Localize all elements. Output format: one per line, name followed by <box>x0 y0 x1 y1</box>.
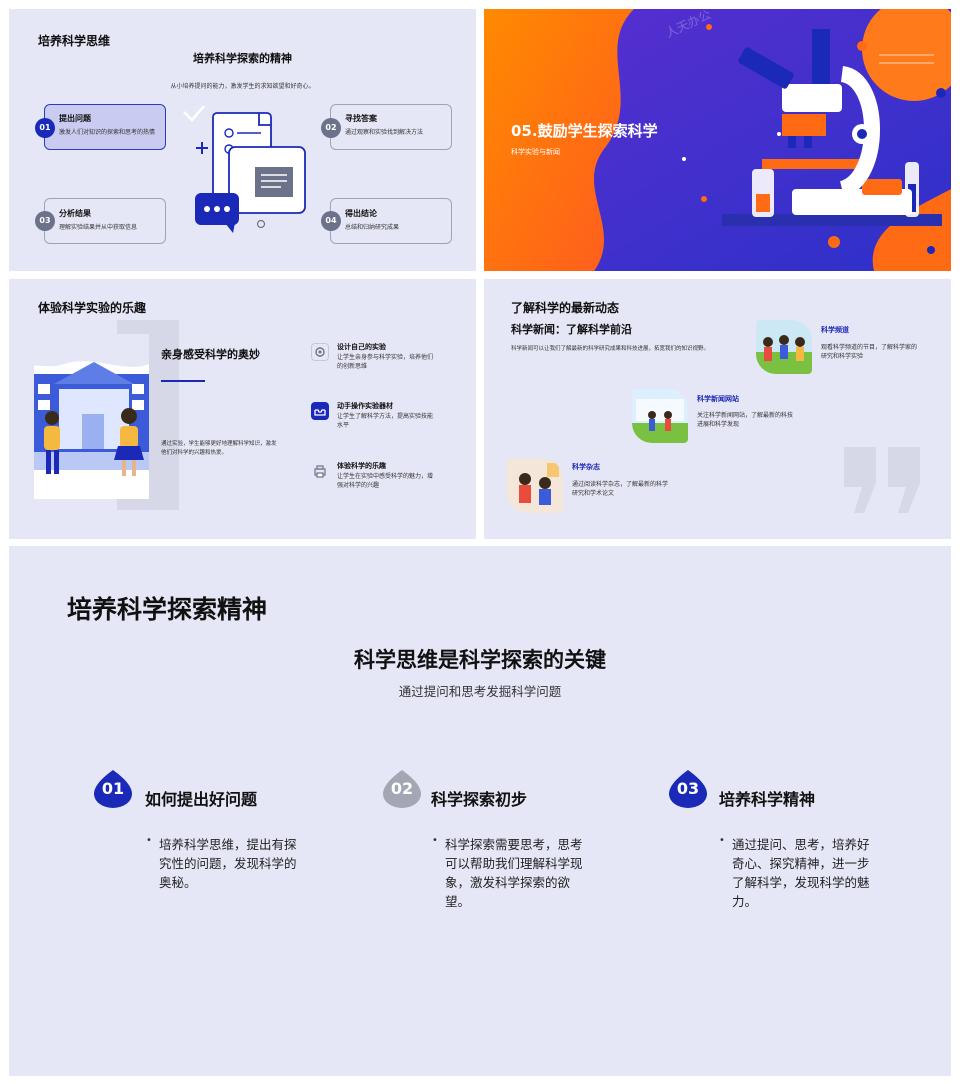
item-desc-website: 关注科学新闻网站，了解最新的科技进展和科学发现 <box>697 412 794 428</box>
printer-icon <box>311 462 329 480</box>
column-badge-3: 03 <box>669 770 707 808</box>
step-card-1[interactable] <box>44 104 166 150</box>
item-title-1: 设计自己的实验 <box>337 343 386 351</box>
slide4-desc: 科学新闻可以让我们了解最新的科学研究成果和科技进展，拓宽我们的知识视野。 <box>511 346 710 352</box>
column-num-2: 02 <box>390 779 414 798</box>
column-title-1: 如何提出好问题 <box>145 790 258 809</box>
column-badge-1: 01 <box>94 770 132 808</box>
slide5-title: 培养科学探索精神 <box>67 595 268 624</box>
slide2-title: 05.鼓励学生探索科学 <box>511 122 658 140</box>
step-title-3: 分析结果 <box>59 209 91 218</box>
step-num-3: 03 <box>35 211 55 231</box>
item-desc-channel: 观看科学频道的节目，了解科学家的研究和科学实验 <box>821 344 918 360</box>
step-title-4: 得出结论 <box>345 209 377 218</box>
step-card-3[interactable] <box>44 198 166 244</box>
column-text-3: 通过提问、思考，培养好奇心、探究精神，进一步了解科学，发现科学的魅力。 <box>732 837 870 909</box>
magazine-image <box>507 459 563 513</box>
card-title: 亲身感受科学的奥妙 <box>161 348 260 361</box>
card-desc: 通过实验，学生能够更好地理解科学知识，激发他们对科学的兴趣和热爱。 <box>161 441 277 456</box>
slide3-title: 体验科学实验的乐趣 <box>38 301 147 315</box>
step-desc-3: 理解实验结果并从中获取信息 <box>59 224 138 231</box>
column-num-1: 01 <box>101 779 125 798</box>
school-kids-illustration <box>34 334 149 476</box>
title-underline <box>161 380 205 382</box>
slide1-desc: 从小培养提问的能力，激发学生的求知欲望和好奇心。 <box>170 83 315 90</box>
item-title-3: 体验科学的乐趣 <box>337 462 386 470</box>
item-title-2: 动手操作实验器材 <box>337 402 393 410</box>
slide-experiment-fun[interactable]: 体验科学实验的乐趣 亲身感受科学的奥妙 通过实验，学生能够更好地理解科学知识，激… <box>9 279 476 539</box>
news-website-image <box>632 389 688 443</box>
slide5-headline: 科学思维是科学探索的关键 <box>354 648 606 672</box>
microscope-icon <box>722 29 942 226</box>
tray-icon <box>311 402 329 420</box>
step-title-2: 寻找答案 <box>345 114 377 123</box>
step-card-2[interactable] <box>330 104 452 150</box>
step-num-4: 04 <box>321 211 341 231</box>
slide1-subtitle: 培养科学探索的精神 <box>193 52 292 65</box>
item-desc-1: 让学生亲身参与科学实验，培养他们的创新思维 <box>337 354 434 370</box>
column-text-2: 科学探索需要思考，思考可以帮助我们理解科学现象，激发科学探索的欲望。 <box>445 837 583 909</box>
settings-icon <box>311 343 329 361</box>
step-title-1: 提出问题 <box>59 114 91 123</box>
slide4-title: 了解科学的最新动态 <box>511 301 620 315</box>
item-desc-3: 让学生在实验中感受科学的魅力，增强对科学的兴趣 <box>337 473 434 489</box>
slide1-title: 培养科学思维 <box>38 34 111 48</box>
step-desc-2: 通过观察和实验找到解决方法 <box>345 129 424 136</box>
science-channel-image <box>756 320 812 374</box>
step-num-1: 01 <box>35 118 55 138</box>
bullet-dot-1: • <box>146 835 152 846</box>
column-title-3: 培养科学精神 <box>719 790 816 809</box>
item-title-channel: 科学频道 <box>821 326 849 334</box>
bullet-dot-3: • <box>719 835 725 846</box>
step-desc-1: 激发人们对知识的探索和思考的热情 <box>59 129 156 136</box>
item-desc-magazine: 通过阅读科学杂志，了解最新的科学研究和学术论文 <box>572 481 669 497</box>
slide2-subtitle: 科学实验与新闻 <box>511 148 560 156</box>
step-num-2: 02 <box>321 118 341 138</box>
slide5-subhead: 通过提问和思考发掘科学问题 <box>398 684 562 699</box>
quote-icon <box>844 447 920 513</box>
column-badge-2: 02 <box>383 770 421 808</box>
step-card-4[interactable] <box>330 198 452 244</box>
check-icon <box>183 105 205 122</box>
bullet-dot-2: • <box>432 835 438 846</box>
slide4-subtitle: 科学新闻：了解科学前沿 <box>511 323 632 336</box>
item-title-website: 科学新闻网站 <box>697 395 739 403</box>
item-title-magazine: 科学杂志 <box>572 463 600 471</box>
step-desc-4: 总结和归纳研究成果 <box>345 224 400 231</box>
slide-latest-science[interactable]: 了解科学的最新动态 科学新闻：了解科学前沿 科学新闻可以让我们了解最新的科学研究… <box>484 279 951 539</box>
slide-cultivate-thinking[interactable]: 培养科学思维 培养科学探索的精神 从小培养提问的能力，激发学生的求知欲望和好奇心… <box>9 9 476 271</box>
slide-encourage-exploration[interactable]: 人天办公 05.鼓励学生探索科学 科学实验与新闻 <box>484 9 951 271</box>
plus-icon <box>196 142 208 154</box>
item-desc-2: 让学生了解科学方法，提高实验技能水平 <box>337 413 434 429</box>
column-num-3: 03 <box>676 779 700 798</box>
document-chat-illustration <box>183 105 306 233</box>
school-illustration-card <box>34 334 149 499</box>
column-title-2: 科学探索初步 <box>431 790 528 809</box>
column-text-1: 培养科学思维，提出有探究性的问题，发现科学的奥秘。 <box>159 837 297 890</box>
slide-exploration-spirit[interactable]: 培养科学探索精神 科学思维是科学探索的关键 通过提问和思考发掘科学问题 01 如… <box>9 546 951 1076</box>
